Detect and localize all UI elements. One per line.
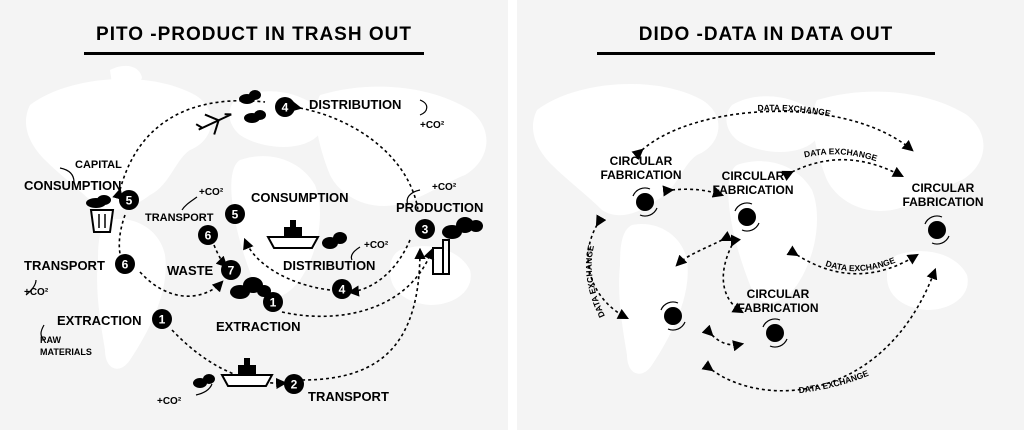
flow-6-to-7	[139, 271, 224, 297]
label-exchange-right: DATA EXCHANGE	[824, 255, 896, 273]
svg-text:6: 6	[122, 258, 129, 272]
label-fab2-circular: CIRCULAR	[722, 169, 785, 183]
label-co2-bottom: +CO²	[157, 396, 182, 407]
pito-title-underline	[84, 52, 424, 55]
step-circle-7: 7	[221, 260, 241, 280]
svg-text:6: 6	[205, 229, 212, 243]
exchange-path-fab2-fab4	[722, 234, 744, 314]
label-fab1-circular: CIRCULAR	[610, 154, 673, 168]
label-co2-production: +CO²	[432, 182, 457, 193]
label-consumption-outer: CONSUMPTION	[24, 178, 122, 193]
label-fab4-fabrication: FABRICATION	[737, 301, 818, 315]
pito-title: PITO -PRODUCT IN TRASH OUT	[96, 24, 412, 45]
cloud-icon-airplane	[239, 90, 266, 123]
pito-panel: PITO -PRODUCT IN TRASH OUT	[0, 0, 508, 430]
label-distribution-inner: DISTRIBUTION	[283, 258, 375, 273]
label-capital: CAPITAL	[75, 159, 122, 171]
svg-text:3: 3	[422, 223, 429, 237]
label-co2-distribution: +CO²	[364, 240, 389, 251]
co2-leader-bottom	[195, 383, 213, 396]
svg-text:1: 1	[159, 313, 166, 327]
label-extraction-outer: EXTRACTION	[57, 313, 142, 328]
fabrication-node-1	[632, 187, 658, 217]
cloud-icon-bottom	[193, 374, 215, 388]
label-exchange-left: DATA EXCHANGE	[584, 244, 607, 319]
svg-text:5: 5	[232, 208, 239, 222]
label-fab3-fabrication: FABRICATION	[902, 195, 983, 209]
step-circle-1-inner: 1	[263, 292, 283, 312]
flow-4-to-5	[243, 237, 331, 291]
ship-icon-transport	[220, 358, 274, 387]
flow-2-to-3	[301, 247, 426, 381]
raw-materials-leader	[40, 324, 45, 341]
dido-panel: DIDO -DATA IN DATA OUT	[517, 0, 1024, 430]
label-fab1-fabrication: FABRICATION	[600, 168, 681, 182]
flow-3-to-4	[347, 239, 411, 297]
label-consumption-inner: CONSUMPTION	[251, 190, 349, 205]
label-transport-outer: TRANSPORT	[24, 258, 105, 273]
label-fab2-fabrication: FABRICATION	[712, 183, 793, 197]
dido-title-underline	[597, 52, 935, 55]
label-co2-transport: +CO²	[24, 287, 49, 298]
step-circle-4-top: 4	[275, 97, 295, 117]
co2-leader-transport	[25, 279, 37, 296]
label-exchange-bottom: DATA EXCHANGE	[798, 368, 870, 395]
factory-icon	[432, 239, 450, 275]
svg-text:5: 5	[126, 194, 133, 208]
cloud-icon-waste	[230, 277, 271, 299]
cloud-icon-production	[442, 217, 483, 239]
svg-text:4: 4	[339, 283, 346, 297]
step-circle-3: 3	[415, 219, 435, 239]
exchange-path-left	[587, 214, 629, 320]
capital-leader	[59, 167, 75, 183]
co2-leader-top	[419, 99, 428, 116]
fabrication-node-2	[734, 202, 760, 232]
step-circle-5-outer: 5	[119, 190, 139, 210]
cloud-icon-ship	[322, 232, 347, 249]
label-co2-top: +CO²	[420, 120, 445, 131]
step-circle-5-inner: 5	[225, 204, 245, 224]
flow-1-to-2	[171, 329, 288, 390]
fabrication-node-south	[660, 301, 686, 331]
svg-text:7: 7	[228, 264, 235, 278]
world-map-background	[532, 83, 984, 374]
dido-title: DIDO -DATA IN DATA OUT	[638, 24, 894, 45]
pito-diagram: 4 5 6 1 2 3 4 5 6 7 1 DISTRIBUTION +CO² …	[24, 65, 487, 407]
co2-leader-inner	[181, 196, 198, 211]
exchange-path-south-fab4	[701, 324, 745, 352]
label-waste: WASTE	[167, 263, 214, 278]
exchange-path-top	[631, 110, 914, 161]
label-co2-inner: +CO²	[199, 187, 224, 198]
co2-leader-distribution	[350, 246, 361, 261]
label-production: PRODUCTION	[396, 200, 483, 215]
fabrication-node-3	[924, 215, 950, 245]
label-raw: RAW	[40, 335, 62, 345]
svg-text:4: 4	[282, 101, 289, 115]
label-fab4-circular: CIRCULAR	[747, 287, 810, 301]
exchange-path-fab1-fab2	[662, 185, 725, 198]
co2-leader-production	[406, 189, 421, 206]
step-circle-6-outer: 6	[115, 254, 135, 274]
svg-text:2: 2	[291, 378, 298, 392]
ship-icon-distribution	[266, 220, 320, 249]
fabrication-node-4	[762, 318, 788, 348]
dido-diagram: DATA EXCHANGE DATA EXCHANGE DATA EXCHANG…	[532, 83, 984, 395]
trash-bin-icon	[86, 195, 115, 233]
label-distribution-top: DISTRIBUTION	[309, 97, 401, 112]
airplane-icon	[195, 113, 232, 135]
exchange-path-mid	[781, 158, 904, 181]
label-transport-inner: TRANSPORT	[145, 212, 214, 224]
step-circle-2: 2	[284, 374, 304, 394]
label-extraction-inner: EXTRACTION	[216, 319, 301, 334]
svg-text:1: 1	[270, 296, 277, 310]
world-map-background	[25, 65, 487, 369]
step-circle-6-inner: 6	[198, 225, 218, 245]
exchange-path-fab2-south	[675, 230, 733, 267]
step-circle-1-outer: 1	[152, 309, 172, 329]
label-fab3-circular: CIRCULAR	[912, 181, 975, 195]
label-materials: MATERIALS	[40, 347, 92, 357]
step-circle-4-inner: 4	[332, 279, 352, 299]
flow-6-to-7-inner	[213, 244, 228, 268]
label-transport-bottom: TRANSPORT	[308, 389, 389, 404]
